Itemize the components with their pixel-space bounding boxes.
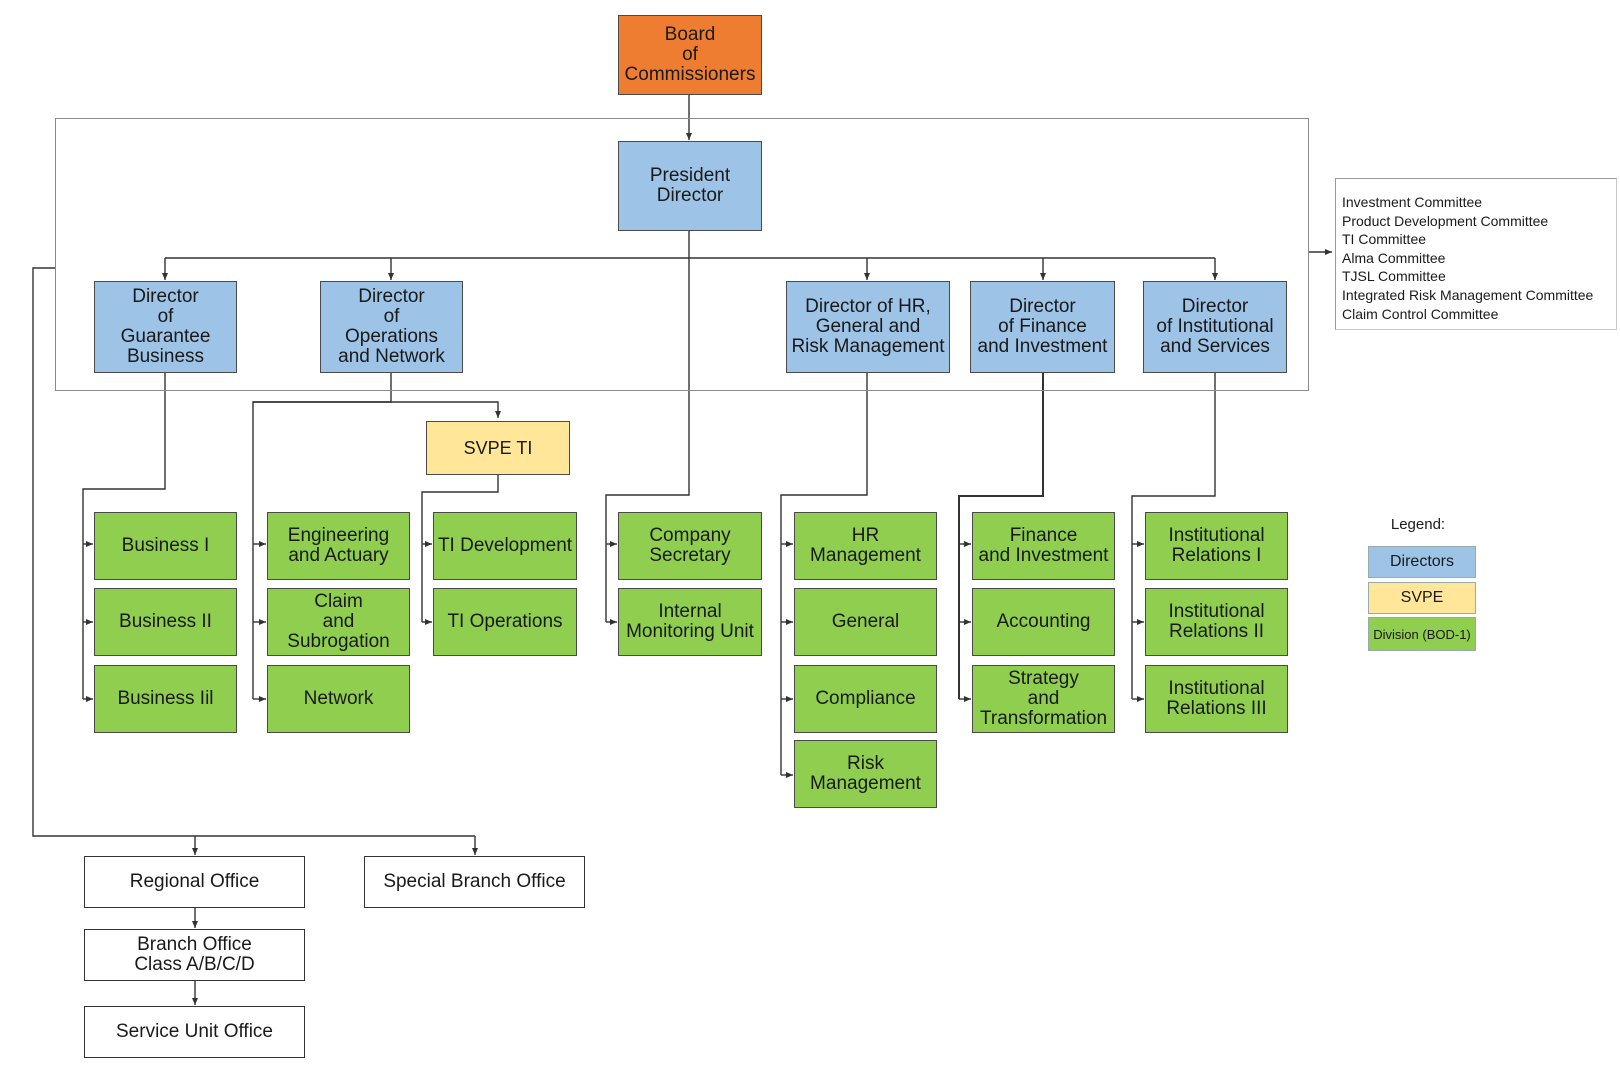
division-risk-management[interactable]: Risk Management [794, 740, 937, 808]
division-finance-investment[interactable]: Finance and Investment [972, 512, 1115, 580]
board-of-directors-frame [55, 118, 1309, 391]
division-strategy-transformation[interactable]: Strategy and Transformation [972, 665, 1115, 733]
board-of-commissioners[interactable]: Board of Commissioners [618, 15, 762, 95]
division-company-secretary[interactable]: Company Secretary [618, 512, 762, 580]
division-business-3[interactable]: Business Iil [94, 665, 237, 733]
committee-item: Claim Control Committee [1342, 305, 1499, 322]
director-hr-general-risk[interactable]: Director of HR, General and Risk Managem… [786, 281, 950, 373]
committee-item: Alma Committee [1342, 249, 1446, 266]
svpe-ti[interactable]: SVPE TI [426, 421, 570, 475]
division-hr-management[interactable]: HR Management [794, 512, 937, 580]
director-operations-network[interactable]: Director of Operations and Network [320, 281, 463, 373]
division-internal-monitoring-unit[interactable]: Internal Monitoring Unit [618, 588, 762, 656]
director-guarantee-business[interactable]: Director of Guarantee Business [94, 281, 237, 373]
division-institutional-relations-1[interactable]: Institutional Relations I [1145, 512, 1288, 580]
branch-office[interactable]: Branch Office Class A/B/C/D [84, 929, 305, 981]
division-business-2[interactable]: Business II [94, 588, 237, 656]
division-institutional-relations-2[interactable]: Institutional Relations II [1145, 588, 1288, 656]
division-claim-subrogation[interactable]: Claim and Subrogation [267, 588, 410, 656]
service-unit-office[interactable]: Service Unit Office [84, 1006, 305, 1058]
committees-list: Investment Committee Product Development… [1335, 178, 1617, 330]
legend-directors: Directors [1368, 546, 1476, 578]
committee-item: Investment Committee [1342, 194, 1483, 210]
committee-item: Product Development Committee [1342, 212, 1549, 229]
division-business-1[interactable]: Business I [94, 512, 237, 580]
division-ti-development[interactable]: TI Development [433, 512, 577, 580]
regional-office[interactable]: Regional Office [84, 856, 305, 908]
director-finance-investment[interactable]: Director of Finance and Investment [970, 281, 1115, 373]
division-engineering-actuary[interactable]: Engineering and Actuary [267, 512, 410, 580]
division-general[interactable]: General [794, 588, 937, 656]
legend-title: Legend: [1390, 516, 1446, 533]
division-compliance[interactable]: Compliance [794, 665, 937, 733]
director-institutional-services[interactable]: Director of Institutional and Services [1143, 281, 1287, 373]
legend-division: Division (BOD-1) [1368, 617, 1476, 651]
special-branch-office[interactable]: Special Branch Office [364, 856, 585, 908]
committee-item: Integrated Risk Management Committee [1342, 286, 1594, 303]
division-ti-operations[interactable]: TI Operations [433, 588, 577, 656]
division-accounting[interactable]: Accounting [972, 588, 1115, 656]
committee-item: TI Committee [1342, 231, 1427, 248]
president-director[interactable]: President Director [618, 141, 762, 231]
division-institutional-relations-3[interactable]: Institutional Relations III [1145, 665, 1288, 733]
legend-svpe: SVPE [1368, 582, 1476, 614]
committee-item: TJSL Committee [1342, 268, 1446, 285]
division-network[interactable]: Network [267, 665, 410, 733]
